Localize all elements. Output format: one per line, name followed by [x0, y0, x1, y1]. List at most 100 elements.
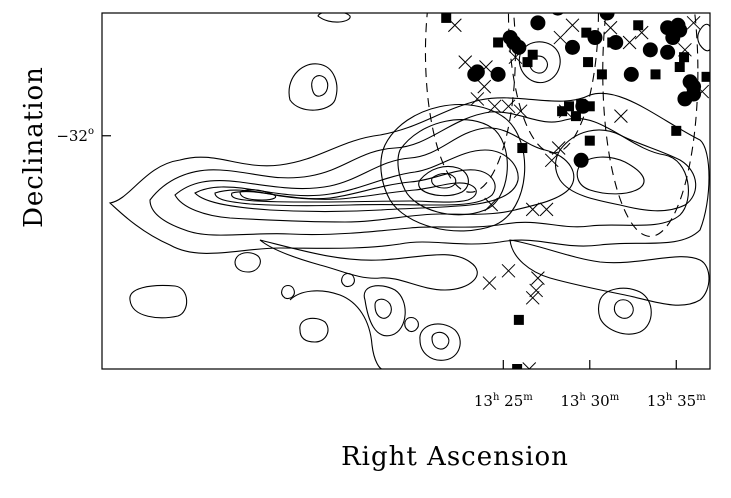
- square-marker: [612, 0, 622, 6]
- contour-east-a3556-inner: [576, 156, 645, 195]
- contour-a3558-ring2: [380, 104, 526, 232]
- square-marker: [557, 106, 568, 117]
- dashed-region-a3562: [602, 13, 699, 237]
- cross-marker: [458, 55, 473, 69]
- circle-marker: [642, 42, 658, 58]
- contour-blob-sw: [129, 284, 188, 319]
- marker-layer: [441, 0, 710, 369]
- cross-marker: [513, 104, 528, 119]
- cross-marker: [508, 50, 523, 65]
- cross-marker: [525, 202, 540, 217]
- contour-top-arc: [317, 13, 351, 23]
- cross-marker: [603, 20, 618, 35]
- contour-core-a3562: [239, 189, 277, 201]
- circle-marker: [623, 66, 639, 82]
- cross-marker: [470, 92, 485, 106]
- circle-marker: [564, 39, 580, 55]
- dashed-region-a3558: [507, 13, 599, 154]
- contour-core-a3558-inner: [431, 172, 457, 189]
- cross-marker: [634, 25, 649, 40]
- contour-layer: [108, 13, 710, 369]
- circle-marker: [529, 0, 544, 3]
- cross-marker: [522, 362, 537, 369]
- cross-marker: [678, 42, 692, 57]
- cross-marker: [529, 283, 544, 298]
- contour-ne-blob: [518, 41, 561, 84]
- cross-marker: [479, 60, 493, 74]
- square-marker: [564, 101, 575, 112]
- square-marker: [570, 111, 581, 122]
- cross-marker: [482, 276, 497, 290]
- square-marker: [513, 314, 524, 325]
- square-marker: [512, 364, 523, 369]
- square-marker: [607, 37, 618, 48]
- square-marker: [650, 69, 661, 80]
- circle-marker: [494, 0, 509, 11]
- dashed-region-a3556: [424, 13, 516, 193]
- square-marker: [584, 135, 595, 146]
- circle-marker: [660, 20, 676, 36]
- contour-blob-north-inner: [311, 75, 329, 97]
- contour-blob-s3: [299, 317, 329, 343]
- contour-south-ridge: [259, 239, 478, 291]
- contour-3: [174, 127, 575, 223]
- cross-marker: [531, 271, 545, 286]
- circle-marker: [530, 15, 546, 31]
- contour-blob-small3: [404, 316, 419, 332]
- cross-marker: [477, 79, 492, 94]
- square-marker: [679, 52, 690, 63]
- circle-marker: [490, 66, 506, 82]
- square-marker: [497, 0, 507, 1]
- contour-blob-north: [288, 63, 338, 111]
- x-tick-label: 13h 25m: [474, 392, 533, 410]
- circle-marker: [573, 152, 589, 168]
- cross-marker: [614, 109, 628, 123]
- cross-marker: [553, 30, 568, 45]
- contour-blob-s4-inner: [431, 331, 450, 350]
- square-marker: [701, 71, 710, 82]
- contour-outer: [108, 92, 710, 254]
- contour-se-ridge: [509, 239, 710, 306]
- contour-blob-small: [281, 284, 295, 300]
- square-marker: [527, 49, 538, 60]
- square-marker: [590, 0, 600, 6]
- cross-marker: [501, 99, 516, 114]
- y-tick-label: −32o: [56, 126, 94, 145]
- circle-marker: [677, 91, 693, 107]
- contour-east-a3556: [554, 129, 697, 212]
- cross-marker: [525, 290, 540, 305]
- circle-marker: [552, 13, 564, 16]
- contour-blob-se: [597, 287, 652, 335]
- contour-2: [149, 111, 689, 236]
- cross-marker: [539, 202, 554, 217]
- circle-marker: [682, 74, 698, 90]
- cross-marker: [484, 197, 499, 212]
- x-tick-label: 13h 30m: [560, 392, 619, 410]
- contour-a3558-ring1: [397, 119, 508, 216]
- contour-4: [194, 149, 519, 213]
- cross-marker: [501, 263, 516, 278]
- contour-ne-corner: [697, 23, 710, 52]
- cross-marker: [558, 104, 573, 119]
- square-marker: [584, 101, 595, 112]
- cross-marker: [622, 35, 637, 50]
- square-marker: [671, 125, 682, 136]
- square-marker: [633, 20, 644, 31]
- contour-blob-s1: [234, 252, 261, 273]
- cross-marker: [686, 15, 701, 30]
- y-axis-title: Declination: [19, 66, 49, 228]
- cross-marker: [544, 153, 559, 168]
- square-marker: [441, 13, 452, 23]
- circle-marker: [660, 44, 676, 60]
- square-marker: [522, 57, 533, 68]
- contour-blob-s4: [419, 323, 461, 361]
- cross-marker: [551, 141, 566, 155]
- x-tick-label: 13h 35m: [647, 392, 706, 410]
- square-marker: [576, 98, 587, 109]
- contour-blob-s2-inner: [374, 298, 392, 319]
- contour-blob-s2: [363, 285, 406, 337]
- square-marker: [583, 57, 594, 68]
- cross-marker: [565, 18, 580, 33]
